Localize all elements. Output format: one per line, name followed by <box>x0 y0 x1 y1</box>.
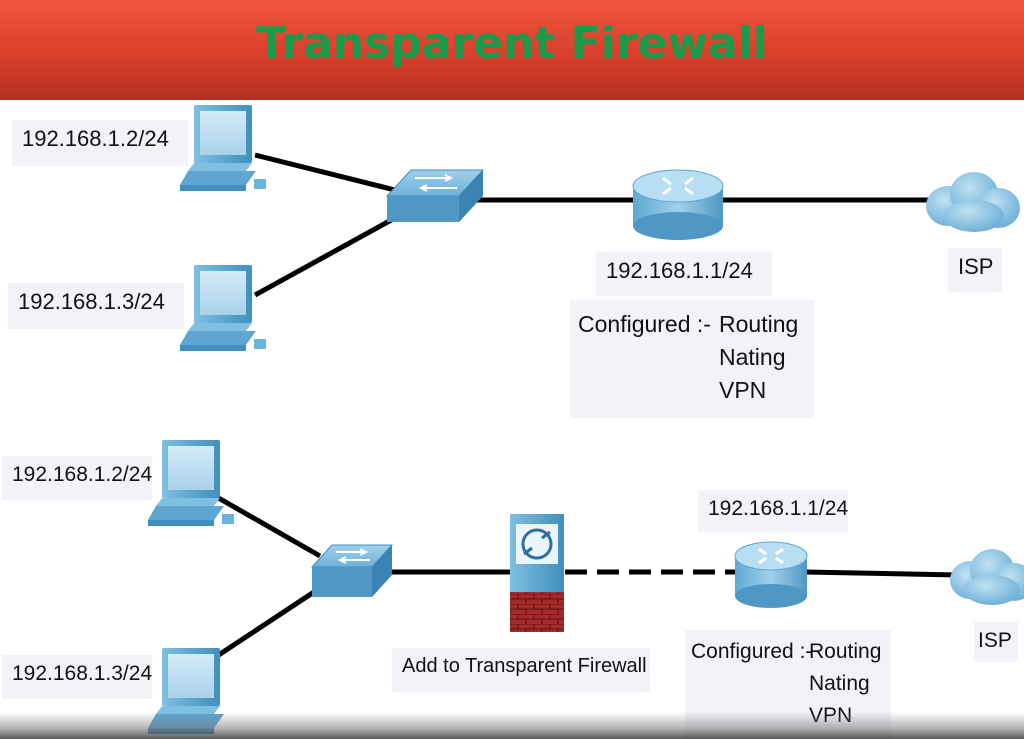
cloud-icon <box>950 549 1024 605</box>
pc-icon <box>180 105 266 191</box>
switch-icon <box>385 169 485 222</box>
top-configured-vpn: VPN <box>719 377 767 403</box>
top-configured-box: Configured :- Routing Nating VPN <box>570 300 814 418</box>
bottom-pc1-ip-label: 192.168.1.2/24 <box>2 456 152 500</box>
top-links <box>253 152 932 298</box>
top-router-ip-label: 192.168.1.1/24 <box>596 252 772 296</box>
link-bottom-router-isp <box>804 569 959 578</box>
top-isp-label: ISP <box>948 248 1002 292</box>
title-banner: Transparent Firewall <box>0 0 1024 100</box>
link-top-pc2-switch <box>253 215 397 298</box>
bottom-isp-label: ISP <box>974 622 1018 662</box>
switch-icon <box>310 544 394 597</box>
bottom-router-ip-label: 192.168.1.1/24 <box>698 490 848 532</box>
cloud-icon <box>926 172 1020 232</box>
top-pc1-ip-label: 192.168.1.2/24 <box>12 120 188 166</box>
router-icon <box>734 541 808 608</box>
pc-icon <box>180 265 266 351</box>
bottom-links <box>206 489 959 665</box>
bottom-shadow <box>0 712 1024 739</box>
page-title: Transparent Firewall <box>256 17 768 69</box>
link-bottom-pc1-switch <box>206 489 322 559</box>
firewall-label: Add to Transparent Firewall <box>392 648 650 692</box>
bottom-configured-routing: Routing <box>809 640 882 663</box>
bottom-configured-nating: Nating <box>809 672 870 695</box>
top-configured-prefix: Configured :- <box>578 311 711 337</box>
top-pc2-ip-label: 192.168.1.3/24 <box>8 283 184 329</box>
top-configured-routing: Routing <box>719 311 799 337</box>
pc-icon <box>148 440 234 526</box>
bottom-pc2-ip-label: 192.168.1.3/24 <box>2 655 152 699</box>
bottom-configured-prefix: Configured :- <box>691 640 813 663</box>
top-configured-nating: Nating <box>719 344 786 370</box>
link-top-pc1-switch <box>254 152 396 193</box>
router-icon <box>632 169 724 240</box>
link-bottom-pc2-switch <box>206 585 322 665</box>
firewall-icon <box>510 514 564 632</box>
